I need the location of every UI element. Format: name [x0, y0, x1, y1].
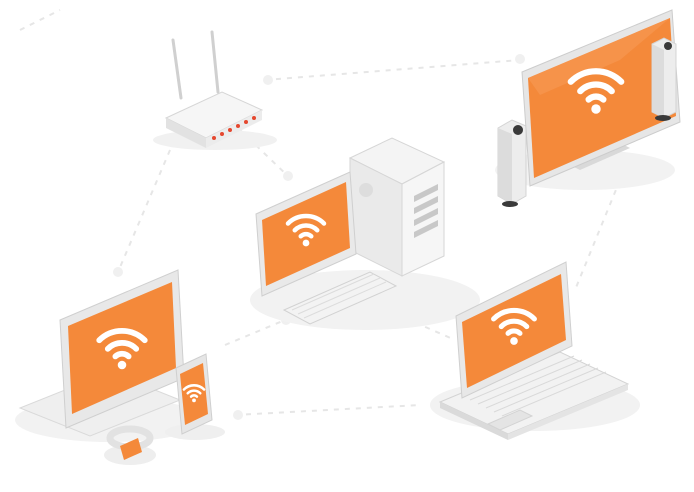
wristband-icon [104, 425, 156, 465]
laptop-icon [430, 261, 640, 440]
right-speaker-icon [651, 37, 677, 121]
left-speaker-icon [497, 119, 527, 207]
pc-tower-icon [348, 137, 446, 277]
smartphone-icon [165, 353, 225, 440]
connection-lines [19, 9, 621, 416]
desktop-icon [250, 137, 480, 330]
tablet-icon [15, 269, 205, 442]
tv-icon [495, 9, 681, 207]
router-icon [153, 30, 277, 150]
